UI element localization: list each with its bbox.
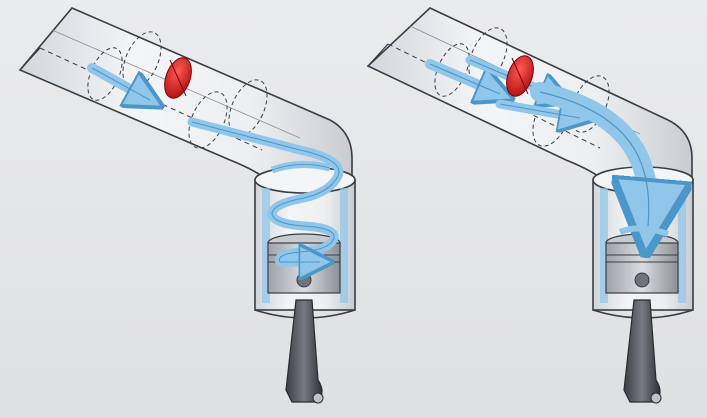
connecting-rod-icon xyxy=(623,299,662,404)
blue-airflow-arrow-icon xyxy=(425,55,668,234)
panel-swirl xyxy=(18,7,356,404)
blue-airflow-arrow-icon xyxy=(87,63,344,262)
red-throttle-flap-icon xyxy=(164,57,192,99)
piston-icon xyxy=(605,233,679,294)
red-throttle-flap-icon xyxy=(506,55,534,97)
panel-tumble xyxy=(366,7,694,404)
connecting-rod-icon xyxy=(285,299,324,404)
